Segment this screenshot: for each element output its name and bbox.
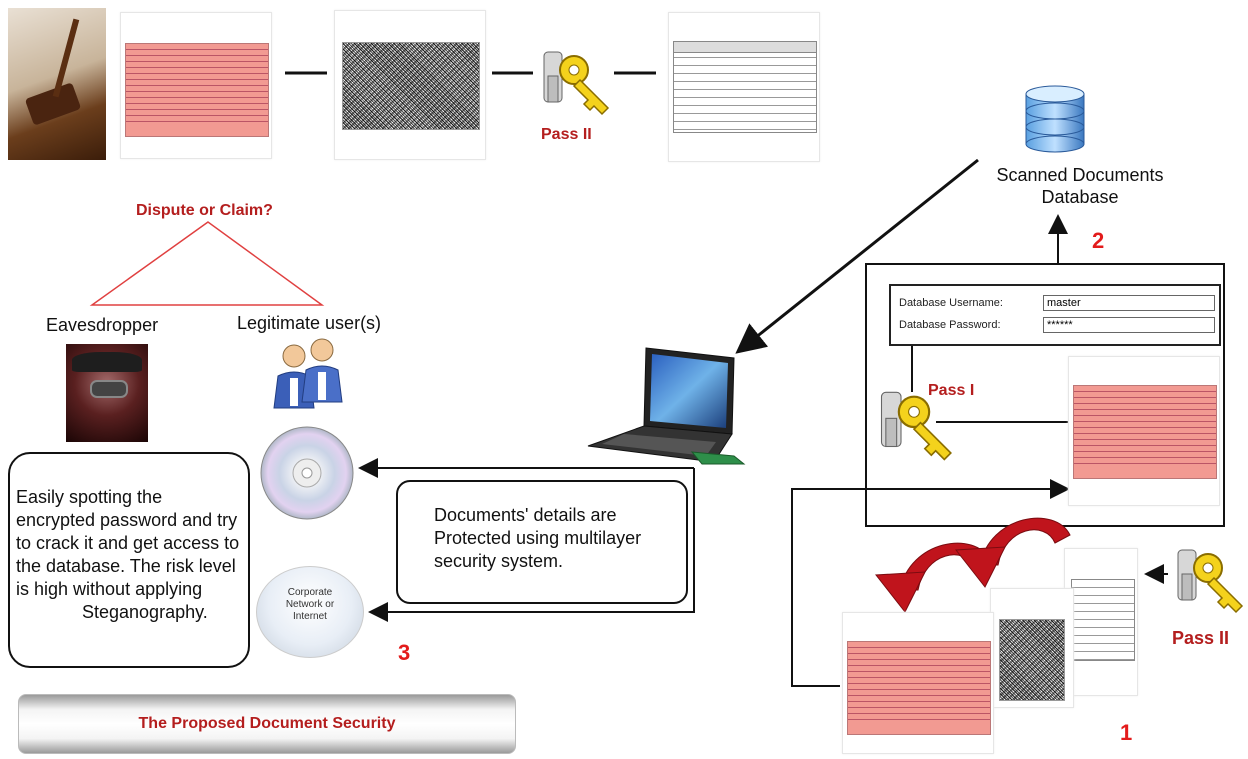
top-document-table (125, 43, 269, 137)
network-text: Corporate Network or Internet (257, 587, 363, 623)
bottom-loop-arrow (791, 479, 1070, 687)
risk-line2: encrypted password and try (16, 510, 238, 530)
pass-ii-right-key-icon (1177, 549, 1244, 614)
dispute-triangle (89, 221, 325, 306)
security-info-box: Documents' details are Protected using m… (396, 480, 688, 604)
top-decrypted-document (668, 12, 820, 162)
cd-icon (260, 426, 354, 520)
login-panel: Database Username: master Database Passw… (889, 284, 1221, 346)
caption-text: The Proposed Document Security (138, 715, 396, 732)
bottom-plain-document (1064, 548, 1138, 696)
gavel-head (24, 82, 82, 126)
risk-line5: is high without applying (16, 579, 203, 599)
risk-line6: Steganography. (82, 602, 208, 622)
bottom-pink-table (847, 641, 991, 735)
eavesdropper-goggles (90, 380, 128, 398)
decrypted-header (673, 41, 817, 53)
network-line1: Corporate (287, 587, 333, 598)
password-field[interactable]: ****** (1043, 317, 1215, 333)
risk-description-box: Easily spotting the encrypted password a… (8, 452, 250, 668)
database-icon (1025, 85, 1085, 153)
eavesdropper-label: Eavesdropper (46, 315, 159, 335)
database-label: Scanned Documents Database (982, 164, 1178, 208)
legitimate-users-label: Legitimate user(s) (237, 313, 382, 333)
bottom-pink-document (842, 612, 994, 754)
password-label: Database Password: (899, 319, 1001, 331)
info-line3: security system. (434, 551, 564, 571)
database-label-line1: Scanned Documents (996, 165, 1164, 185)
info-line1: Documents' details are (434, 505, 617, 525)
step-number-3: 3 (398, 640, 411, 665)
network-line3: Internet (293, 611, 327, 622)
top-encrypted-image-frame (334, 10, 486, 160)
legitimate-users-icon (273, 338, 343, 409)
step-number-2: 2 (1092, 228, 1105, 253)
pass-ii-right-label: Pass II (1172, 628, 1230, 648)
eavesdropper-hat (72, 352, 142, 372)
risk-line3: to crack it and get access to (16, 533, 240, 553)
server-document-thumbnail (1068, 356, 1220, 506)
network-cloud: Corporate Network or Internet (256, 566, 364, 658)
database-label-line2: Database (1041, 187, 1119, 207)
top-key-label: Pass II (541, 126, 592, 143)
eavesdropper-image (66, 344, 148, 442)
risk-line4: the database. The risk level (16, 556, 236, 576)
decrypted-table (673, 41, 817, 133)
bottom-noise-frame (990, 588, 1074, 708)
info-line2: Protected using multilayer (434, 528, 642, 548)
network-line2: Network or (285, 599, 335, 610)
risk-text: Easily spotting the encrypted password a… (16, 486, 256, 624)
security-info-text: Documents' details are Protected using m… (434, 504, 684, 573)
risk-line1: Easily spotting the (16, 487, 163, 507)
bottom-plain-table (1071, 579, 1135, 661)
db-to-laptop-arrow (735, 158, 979, 354)
step-number-1: 1 (1120, 720, 1133, 745)
top-key-icon (543, 51, 610, 116)
bottom-noise-image (999, 619, 1065, 701)
username-field[interactable]: master (1043, 295, 1215, 311)
laptop-icon (587, 347, 746, 465)
caption-bar: The Proposed Document Security (18, 694, 516, 754)
gavel-image (8, 8, 106, 160)
dispute-title: Dispute or Claim? (136, 202, 273, 219)
top-document-thumbnail (120, 12, 272, 159)
top-encrypted-noise (342, 42, 480, 130)
username-label: Database Username: (899, 297, 1003, 309)
pass-i-label: Pass I (928, 382, 975, 399)
server-document-table (1073, 385, 1217, 479)
laptop-to-network-arrow (368, 468, 695, 622)
pass-i-key-icon (880, 391, 952, 461)
red-curved-arrows (875, 517, 1071, 613)
